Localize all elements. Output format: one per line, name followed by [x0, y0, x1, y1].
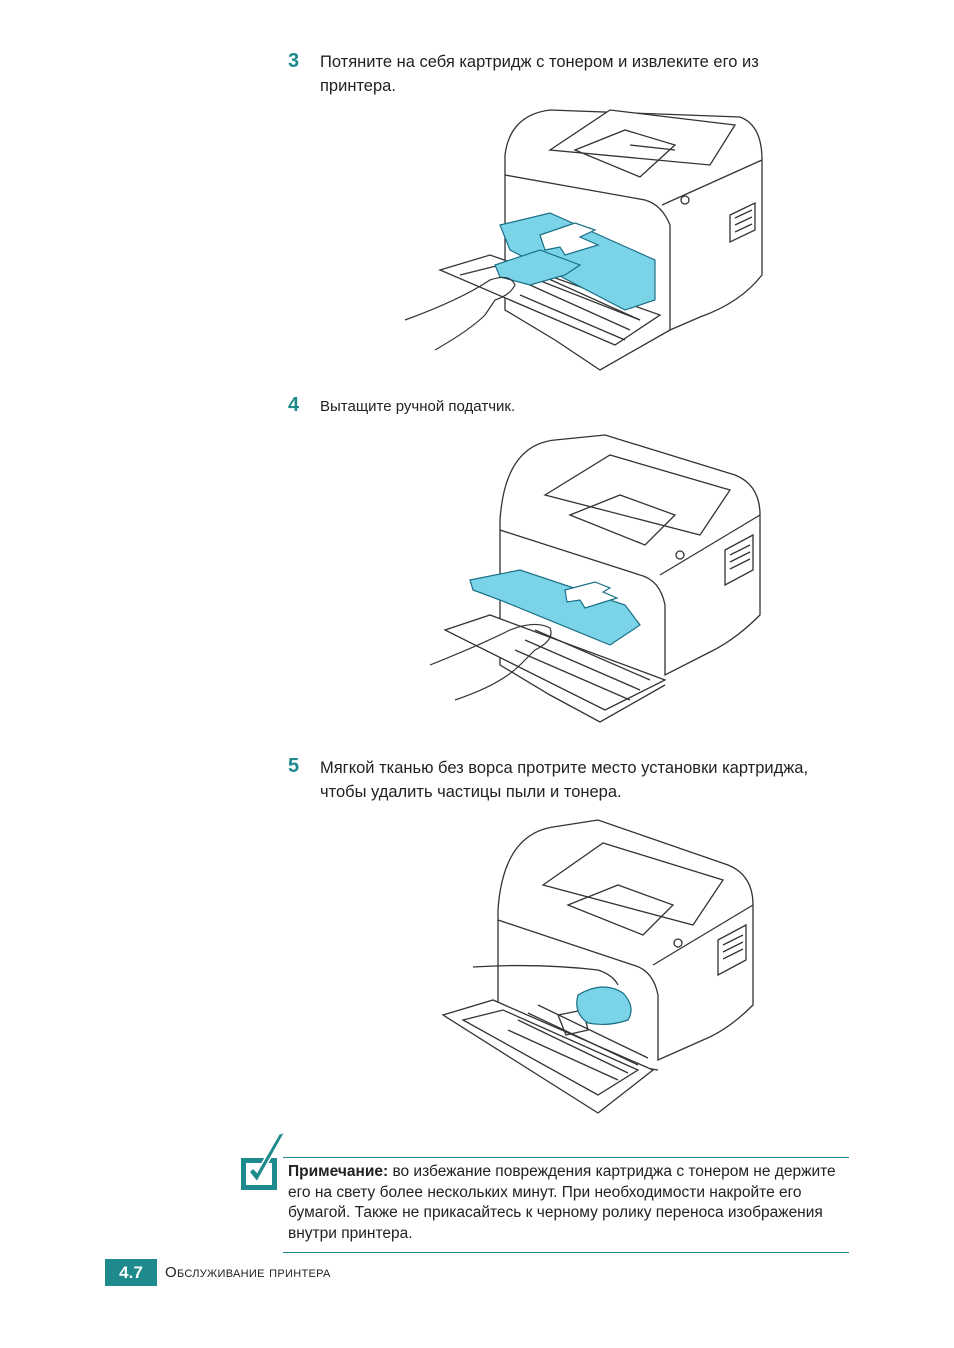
note-label: Примечание:	[288, 1163, 389, 1180]
section-title: Обслуживание принтера	[165, 1264, 331, 1281]
step-5-line-2: чтобы удалить частицы пыли и тонера.	[320, 783, 622, 801]
step-3-line-2: принтера.	[320, 77, 396, 95]
step-4-text: Вытащите ручной податчик.	[320, 395, 515, 419]
step-4-line-1: Вытащите ручной податчик.	[320, 398, 516, 415]
page-number-badge: 4.7	[105, 1259, 157, 1286]
step-3-line-1: Потяните на себя картридж с тонером и из…	[320, 53, 759, 71]
step-3-text: Потяните на себя картридж с тонером и из…	[320, 50, 759, 98]
note-text: Примечание: во избежание повреждения кар…	[288, 1162, 836, 1244]
checkmark-note-icon	[241, 1130, 287, 1190]
step-3-number: 3	[288, 50, 300, 72]
note-bottom-rule	[283, 1252, 849, 1253]
note-top-rule	[283, 1157, 849, 1158]
step-5-line-1: Мягкой тканью без ворса протрите место у…	[320, 759, 809, 777]
printer-remove-manual-feeder-illustration	[429, 434, 761, 723]
printer-remove-cartridge-illustration	[404, 109, 763, 371]
step-5-text: Мягкой тканью без ворса протрите место у…	[320, 756, 808, 804]
note-body: во избежание повреждения картриджа с тон…	[288, 1163, 836, 1242]
step-4-number: 4	[288, 394, 300, 416]
printer-clean-cartridge-area-illustration	[441, 819, 754, 1114]
step-5-number: 5	[288, 755, 300, 777]
